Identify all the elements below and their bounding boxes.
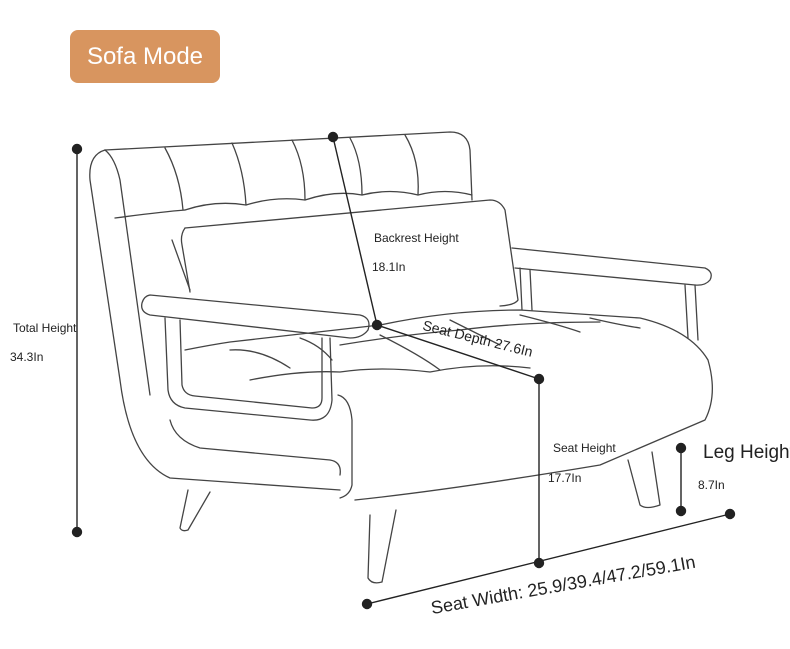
leg-height-value: 8.7In <box>698 478 725 492</box>
backrest <box>89 131 473 491</box>
total-height-value: 34.3In <box>10 350 44 364</box>
right-armrest <box>511 247 712 341</box>
backrest-height-label: Backrest Height <box>374 231 459 245</box>
back-pillow <box>171 199 519 307</box>
total-height-label: Total Height <box>13 321 77 335</box>
left-armrest <box>141 294 370 421</box>
seat-height-label: Seat Height <box>553 441 616 455</box>
backrest-height-value: 18.1In <box>372 260 406 274</box>
leg-height-label: Leg Height <box>703 442 790 463</box>
legs <box>179 451 661 584</box>
seat-height-value: 17.7In <box>548 471 582 485</box>
sofa-mode-badge: Sofa Mode <box>70 30 220 83</box>
